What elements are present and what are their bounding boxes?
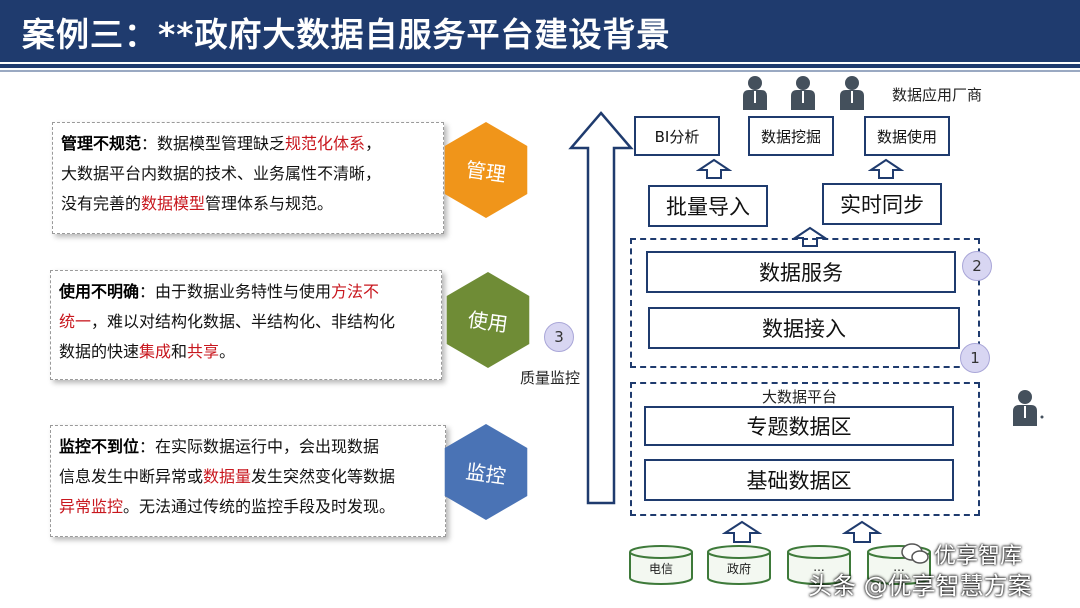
card-text: 由于数据业务特性与使用 (155, 282, 332, 301)
data-service-box: 数据服务 (646, 251, 956, 293)
service-layer (630, 238, 980, 368)
up-arrow-icon (868, 158, 904, 179)
source-label: ... (813, 560, 825, 574)
card-text: 管理体系与规范。 (205, 194, 334, 213)
card-text: ，难以对结构化数据、半结构化、非结构化 (91, 312, 396, 331)
source-government: 政府 (706, 544, 772, 586)
vendor-label: 数据应用厂商 (892, 86, 983, 104)
vendor-people-icon (743, 76, 864, 110)
step-circle-2: 2 (962, 251, 992, 281)
big-data-platform (630, 382, 980, 516)
card-heading: 使用不明确 (59, 282, 140, 301)
card-line: 异常监控。无法通过传统的监控手段及时发现。 (59, 492, 437, 522)
card-text: 。无法通过传统的监控手段及时发现。 (123, 497, 396, 516)
up-arrow-icon (696, 158, 732, 179)
step-circle-1: 1 (960, 343, 990, 373)
card-line: 数据的快速集成和共享。 (59, 337, 433, 367)
card-text: 数据模型管理缺乏 (157, 134, 286, 153)
card-heading: 监控不到位 (59, 437, 140, 456)
hexagon-management: 管理 (444, 122, 528, 218)
title-divider-thin (0, 70, 1080, 72)
title-divider (0, 64, 1080, 68)
database-icon (629, 545, 693, 585)
card-text: ， (365, 134, 382, 153)
card-highlight: 数据量 (203, 467, 252, 486)
hexagon-usage: 使用 (446, 272, 530, 368)
platform-label: 大数据平台 (762, 388, 838, 406)
card-text: 没有完善的 (61, 194, 142, 213)
data-access-box: 数据接入 (648, 307, 960, 349)
card-heading: 管理不规范 (61, 134, 142, 153)
hexagon-monitoring: 监控 (444, 424, 528, 520)
card-line: 使用不明确：由于数据业务特性与使用方法不 (59, 277, 433, 307)
watermark-top: 优享智库 (934, 544, 1023, 569)
source-other-1: ... (786, 544, 852, 586)
database-icon (707, 545, 771, 585)
card-line: 大数据平台内数据的技术、业务属性不清晰， (61, 164, 382, 183)
card-line: 监控不到位：在实际数据运行中，会出现数据 (59, 432, 437, 462)
database-icon (787, 545, 851, 585)
admin-person-icon (1013, 390, 1044, 426)
hexagon-label: 使用 (466, 306, 510, 337)
card-line: 管理不规范：数据模型管理缺乏规范化体系， (61, 129, 435, 159)
card-text: 数据的快速 (59, 342, 140, 361)
app-box-mining: 数据挖掘 (748, 116, 834, 156)
card-line: 统一，难以对结构化数据、半结构化、非结构化 (59, 307, 433, 337)
up-arrow-icon (842, 520, 882, 543)
watermark-bottom: 头条 @优享智慧方案 (808, 572, 1032, 600)
card-usage: 使用不明确：由于数据业务特性与使用方法不 统一，难以对结构化数据、半结构化、非结… (50, 270, 442, 380)
card-highlight: 数据模型 (141, 194, 206, 213)
up-arrow-icon (722, 520, 762, 543)
card-monitoring: 监控不到位：在实际数据运行中，会出现数据 信息发生中断异常或数据量发生突然变化等… (50, 425, 446, 537)
card-highlight: 方法不 (331, 282, 380, 301)
source-telecom: 电信 (628, 544, 694, 586)
card-text: 信息发生中断异常或 (59, 467, 204, 486)
source-label: 政府 (726, 562, 751, 576)
card-text: 和 (171, 342, 188, 361)
source-label: 电信 (648, 562, 673, 576)
base-zone-box: 基础数据区 (644, 459, 954, 501)
app-box-bi: BI分析 (634, 116, 720, 156)
app-box-usage: 数据使用 (864, 116, 950, 156)
card-colon: ： (141, 134, 158, 153)
card-text: 发生突然变化等数据 (251, 467, 396, 486)
card-highlight: 规范化体系 (285, 134, 366, 153)
card-text: 。 (219, 342, 236, 361)
card-line: 没有完善的数据模型管理体系与规范。 (61, 189, 435, 219)
card-highlight: 共享 (187, 342, 220, 361)
card-colon: ： (139, 437, 156, 456)
topic-zone-box: 专题数据区 (644, 406, 954, 446)
source-label: ... (893, 560, 905, 574)
card-line: 信息发生中断异常或数据量发生突然变化等数据 (59, 462, 437, 492)
hexagon-label: 监控 (464, 458, 508, 489)
card-highlight: 异常监控 (59, 497, 124, 516)
batch-import-box: 批量导入 (648, 185, 768, 227)
step-circle-3: 3 (544, 322, 574, 352)
quality-monitor-arrow (568, 111, 634, 505)
wechat-icon (901, 543, 929, 564)
card-colon: ： (139, 282, 156, 301)
title-bar (0, 0, 1080, 62)
realtime-sync-box: 实时同步 (822, 183, 942, 225)
card-highlight: 集成 (139, 342, 172, 361)
quality-monitor-label: 质量监控 (520, 369, 581, 387)
hexagon-label: 管理 (464, 156, 508, 187)
card-management: 管理不规范：数据模型管理缺乏规范化体系， 大数据平台内数据的技术、业务属性不清晰… (52, 122, 444, 234)
card-highlight: 统一 (59, 312, 92, 331)
page-title: 案例三：**政府大数据自服务平台建设背景 (22, 15, 671, 54)
card-text: 在实际数据运行中，会出现数据 (155, 437, 380, 456)
